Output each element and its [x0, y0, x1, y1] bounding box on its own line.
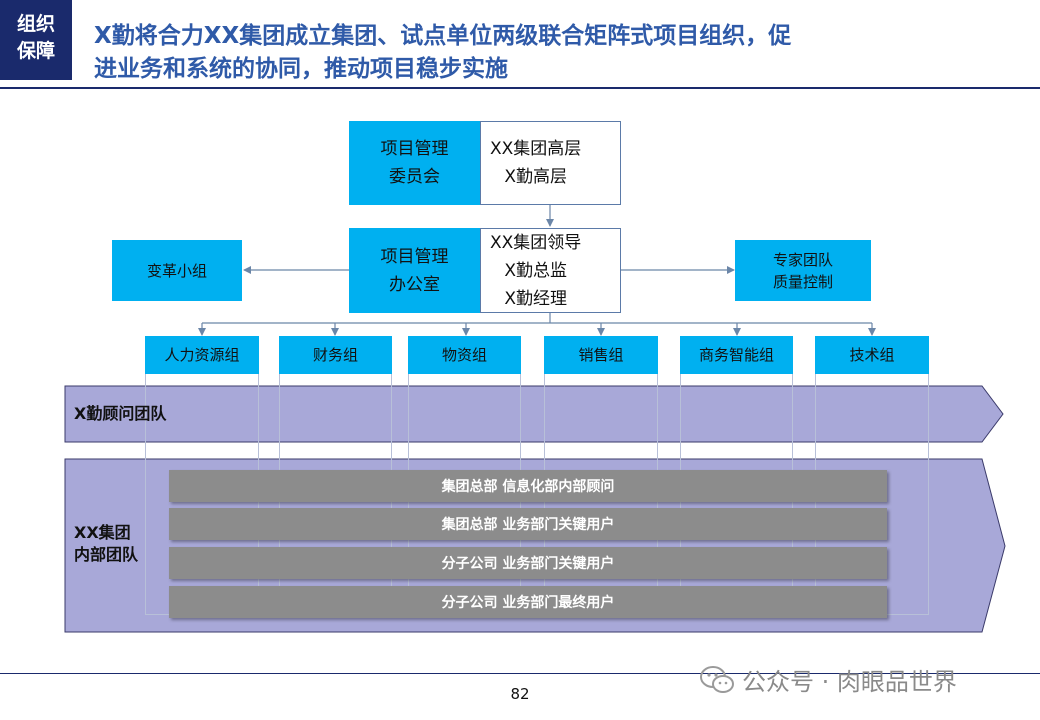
office-label-line2: 办公室 — [389, 274, 440, 295]
group-label: 技术组 — [849, 346, 895, 364]
group-label: 销售组 — [578, 346, 624, 364]
group-sales: 销售组 — [544, 336, 658, 374]
group-hr: 人力资源组 — [145, 336, 259, 374]
band-consultant-label: X勤顾问团队 — [74, 403, 166, 425]
band-internal-line1: XX集团 — [74, 523, 131, 542]
office-members-box: XX集团领导 X勤总监 X勤经理 — [480, 228, 621, 313]
group-materials: 物资组 — [408, 336, 521, 374]
office-member: X勤总监 — [504, 260, 567, 281]
page-title-line1: X勤将合力XX集团成立集团、试点单位两级联合矩阵式项目组织，促 — [94, 23, 792, 49]
office-label-box: 项目管理 办公室 — [349, 228, 480, 313]
expert-team-line2: 质量控制 — [772, 272, 833, 291]
internal-row: 集团总部 业务部门关键用户 — [169, 508, 887, 540]
header-divider — [0, 87, 1040, 89]
internal-row-label: 集团总部 业务部门关键用户 — [441, 517, 615, 533]
section-tag: 组织 保障 — [0, 0, 72, 80]
change-team-label: 变革小组 — [146, 261, 207, 280]
committee-members-box: XX集团高层 X勤高层 — [480, 121, 621, 205]
internal-row-label: 分子公司 业务部门最终用户 — [441, 595, 615, 611]
internal-row: 分子公司 业务部门关键用户 — [169, 547, 887, 579]
footer-divider — [0, 673, 1040, 674]
internal-row: 集团总部 信息化部内部顾问 — [169, 470, 887, 502]
committee-label-box: 项目管理 委员会 — [349, 121, 480, 205]
office-member: X勤经理 — [504, 288, 567, 309]
group-label: 商务智能组 — [698, 346, 774, 364]
watermark-text: 公众号 · 肉眼品世界 — [742, 668, 957, 696]
watermark: 公众号 · 肉眼品世界 — [700, 662, 957, 697]
committee-label-line1: 项目管理 — [380, 139, 449, 159]
group-bi: 商务智能组 — [680, 336, 793, 374]
group-finance: 财务组 — [279, 336, 392, 374]
section-tag-line1: 组织 — [16, 13, 55, 35]
page-title: X勤将合力XX集团成立集团、试点单位两级联合矩阵式项目组织，促 进业务和系统的协… — [94, 20, 1024, 86]
expert-team-box: 专家团队 质量控制 — [735, 240, 871, 301]
band-internal-line2: 内部团队 — [74, 545, 139, 564]
committee-label-line2: 委员会 — [389, 167, 440, 187]
section-tag-line2: 保障 — [16, 40, 55, 62]
group-label: 人力资源组 — [164, 346, 240, 364]
group-label: 财务组 — [312, 346, 358, 364]
expert-team-line1: 专家团队 — [772, 250, 833, 269]
internal-row: 分子公司 业务部门最终用户 — [169, 586, 887, 618]
band-consultant-text: X勤顾问团队 — [74, 404, 167, 423]
committee-member: X勤高层 — [504, 167, 567, 187]
internal-row-label: 集团总部 信息化部内部顾问 — [441, 479, 615, 495]
committee-member: XX集团高层 — [490, 139, 582, 159]
page-number: 82 — [510, 685, 530, 703]
office-member: XX集团领导 — [490, 232, 582, 253]
wechat-icon — [700, 665, 734, 693]
page-title-line2: 进业务和系统的协同，推动项目稳步实施 — [94, 56, 508, 82]
band-internal-label: XX集团 内部团队 — [74, 522, 138, 566]
group-tech: 技术组 — [815, 336, 929, 374]
office-label-line1: 项目管理 — [380, 246, 449, 267]
internal-row-label: 分子公司 业务部门关键用户 — [441, 556, 615, 572]
change-team-box: 变革小组 — [112, 240, 242, 301]
group-label: 物资组 — [441, 346, 487, 364]
